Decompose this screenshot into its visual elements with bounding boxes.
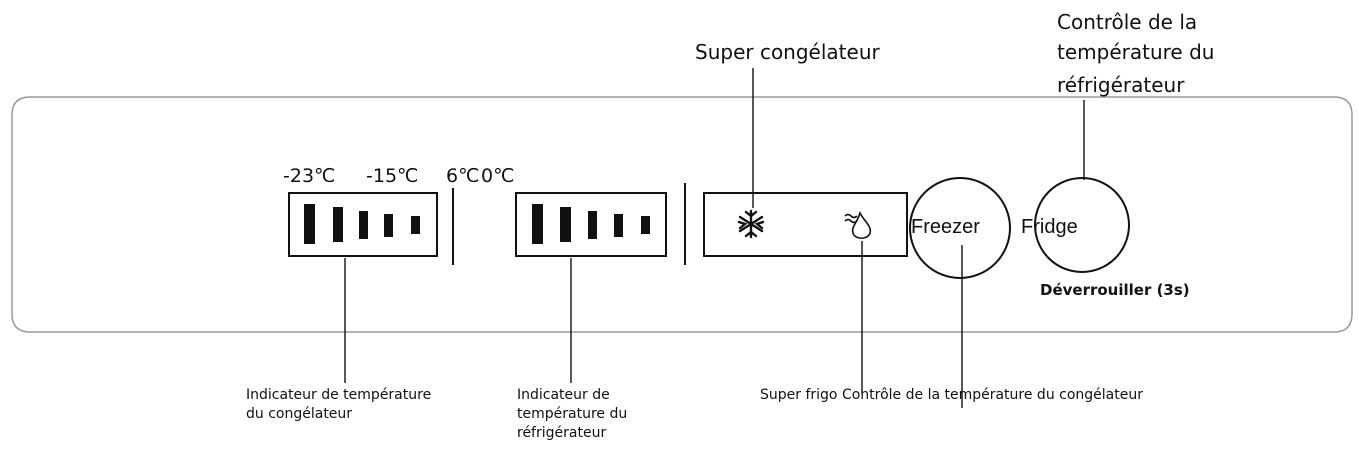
freezer-indicator-label-line2: du congélateur [246, 406, 353, 422]
fridge-indicator-box [515, 192, 667, 257]
fridge-button-outline [1034, 177, 1130, 273]
fridge-max-temp: 6℃ [446, 165, 480, 187]
snowflake-icon [737, 209, 765, 239]
fridge-indicator-label-line1: Indicateur de [517, 387, 610, 403]
freezer-max-temp: -15℃ [366, 165, 419, 187]
fridge-button[interactable]: Fridge [1021, 216, 1078, 238]
super-mode-box [703, 192, 908, 257]
fridge-min-temp: 0℃ [481, 165, 515, 187]
fridge-temp-control-label-line2: température du [1057, 40, 1215, 64]
freezer-button-outline [909, 177, 1011, 279]
fridge-indicator-bars [532, 204, 650, 244]
freezer-indicator-bars [304, 204, 420, 244]
super-freezer-label: Super congélateur [695, 40, 880, 64]
freezer-indicator-label-line1: Indicateur de température [246, 387, 432, 403]
freezer-min-temp: -23℃ [283, 165, 336, 187]
unlock-label: Déverrouiller (3s) [1040, 281, 1190, 299]
super-fridge-freezer-control-label: Super frigo Contrôle de la température d… [760, 387, 1143, 403]
droplet-wave-icon [844, 210, 872, 240]
fridge-temp-control-label-line1: Contrôle de la [1057, 10, 1198, 34]
fridge-temp-control-label-line3: réfrigérateur [1057, 73, 1185, 97]
freezer-button[interactable]: Freezer [911, 216, 980, 238]
freezer-indicator-box [288, 192, 438, 257]
fridge-indicator-label-line2: température du [517, 406, 628, 422]
fridge-indicator-label-line3: réfrigérateur [517, 425, 607, 441]
panel-outline [11, 96, 1353, 333]
